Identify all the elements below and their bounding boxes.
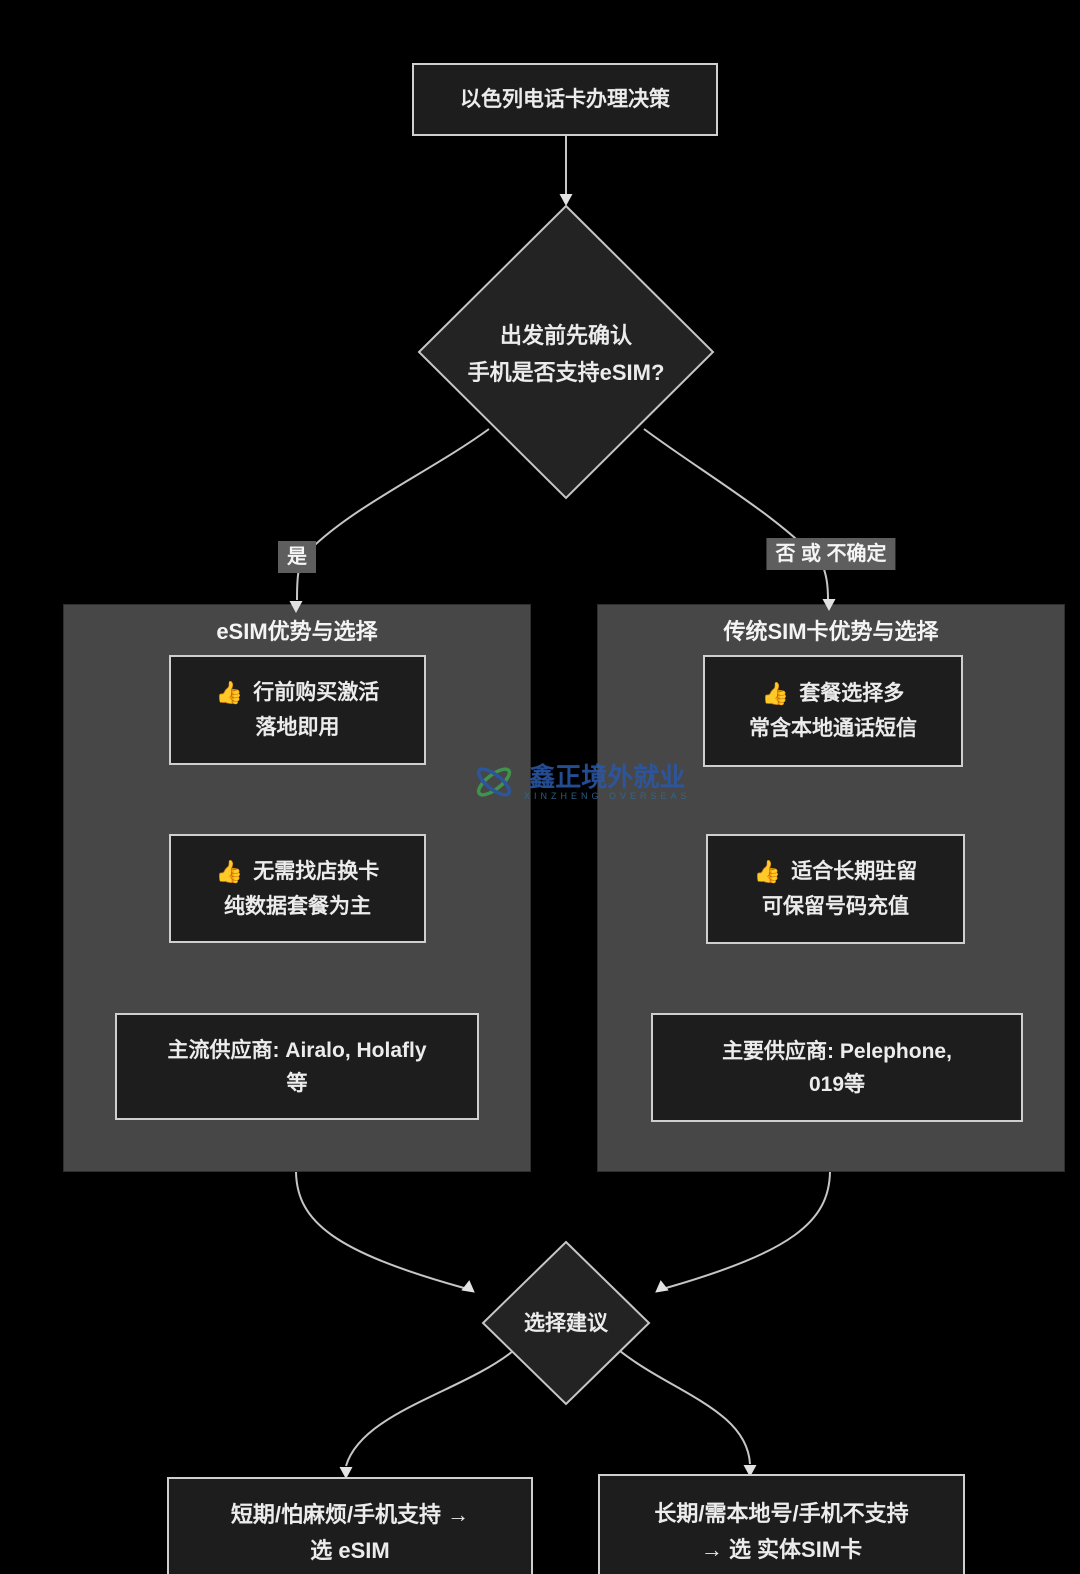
esim-suppliers-line2: 等 bbox=[286, 1071, 308, 1095]
thumbs-up-icon: 👍 bbox=[761, 681, 790, 706]
result-sim-node: 长期/需本地号/手机不支持 → 选 实体SIM卡 bbox=[598, 1474, 965, 1574]
esim-suppliers: 主流供应商: Airalo, Holafly 等 bbox=[115, 1013, 479, 1120]
edge-label-no: 否 或 不确定 bbox=[766, 538, 896, 570]
edge-label-yes: 是 bbox=[278, 541, 316, 573]
arrowhead bbox=[655, 1280, 669, 1293]
start-node-label: 以色列电话卡办理决策 bbox=[460, 88, 670, 111]
esim-suppliers-line1: 主流供应商: Airalo, Holafly bbox=[167, 1038, 427, 1062]
result-esim-node: 短期/怕麻烦/手机支持 → 选 eSIM bbox=[167, 1477, 533, 1574]
watermark-text: 鑫正境外就业 bbox=[529, 761, 686, 792]
thumbs-up-icon: 👍 bbox=[215, 858, 244, 884]
esim-advantage-1: 👍 行前购买激活 落地即用 bbox=[169, 655, 426, 765]
decision-esim-line1: 出发前先确认 bbox=[499, 323, 632, 348]
decision-esim-line2: 手机是否支持eSIM? bbox=[467, 360, 665, 385]
arrowhead bbox=[559, 194, 573, 206]
edge-advice-to-sim-result bbox=[619, 1350, 751, 1465]
esim-advantage-2: 👍 无需找店换卡 纯数据套餐为主 bbox=[169, 834, 426, 943]
watermark: 鑫正境外就业 XINZHENG OVERSEAS bbox=[472, 760, 691, 804]
edge-esim-to-advice bbox=[295, 1171, 465, 1289]
watermark-logo-icon bbox=[476, 767, 512, 797]
esim-advantage-2-line1: 无需找店换卡 bbox=[253, 859, 380, 883]
sim-advantage-2-line2: 可保留号码充值 bbox=[762, 895, 909, 918]
result-sim-line2: → 选 实体SIM卡 bbox=[700, 1536, 863, 1562]
result-esim-line1: 短期/怕麻烦/手机支持 → bbox=[230, 1502, 470, 1527]
edge-yes bbox=[296, 428, 490, 601]
sim-group-title: 传统SIM卡优势与选择 bbox=[723, 619, 939, 644]
sim-advantage-2-line1: 适合长期驻留 bbox=[791, 860, 918, 883]
sim-suppliers-line1: 主要供应商: Pelephone, bbox=[722, 1039, 952, 1063]
esim-advantage-2-line2: 纯数据套餐为主 bbox=[224, 894, 371, 918]
sim-advantage-1-line1: 套餐选择多 bbox=[799, 682, 905, 705]
arrowhead bbox=[461, 1280, 475, 1293]
sim-advantage-1-line2: 常含本地通话短信 bbox=[749, 717, 917, 740]
edge-advice-to-esim-result bbox=[345, 1350, 514, 1467]
sim-suppliers-line2: 019等 bbox=[808, 1072, 866, 1096]
result-sim-line1: 长期/需本地号/手机不支持 bbox=[654, 1500, 909, 1526]
edge-sim-to-advice bbox=[665, 1171, 831, 1289]
watermark-subtext: XINZHENG OVERSEAS bbox=[524, 790, 691, 801]
thumbs-up-icon: 👍 bbox=[215, 680, 244, 705]
decision-esim-text: 出发前先确认 手机是否支持eSIM? bbox=[416, 308, 716, 400]
decision-advice-text: 选择建议 bbox=[524, 1311, 608, 1335]
esim-group-title: eSIM优势与选择 bbox=[216, 619, 378, 644]
edge-no bbox=[643, 428, 829, 601]
start-node: 以色列电话卡办理决策 bbox=[412, 63, 718, 136]
sim-suppliers: 主要供应商: Pelephone, 019等 bbox=[651, 1013, 1023, 1122]
sim-advantage-1: 👍 套餐选择多 常含本地通话短信 bbox=[703, 655, 963, 767]
sim-advantage-2: 👍 适合长期驻留 可保留号码充值 bbox=[706, 834, 965, 944]
esim-advantage-1-line2: 落地即用 bbox=[255, 716, 340, 739]
esim-advantage-1-line1: 行前购买激活 bbox=[253, 681, 380, 704]
result-esim-line2: 选 eSIM bbox=[310, 1538, 390, 1563]
thumbs-up-icon: 👍 bbox=[753, 859, 782, 884]
